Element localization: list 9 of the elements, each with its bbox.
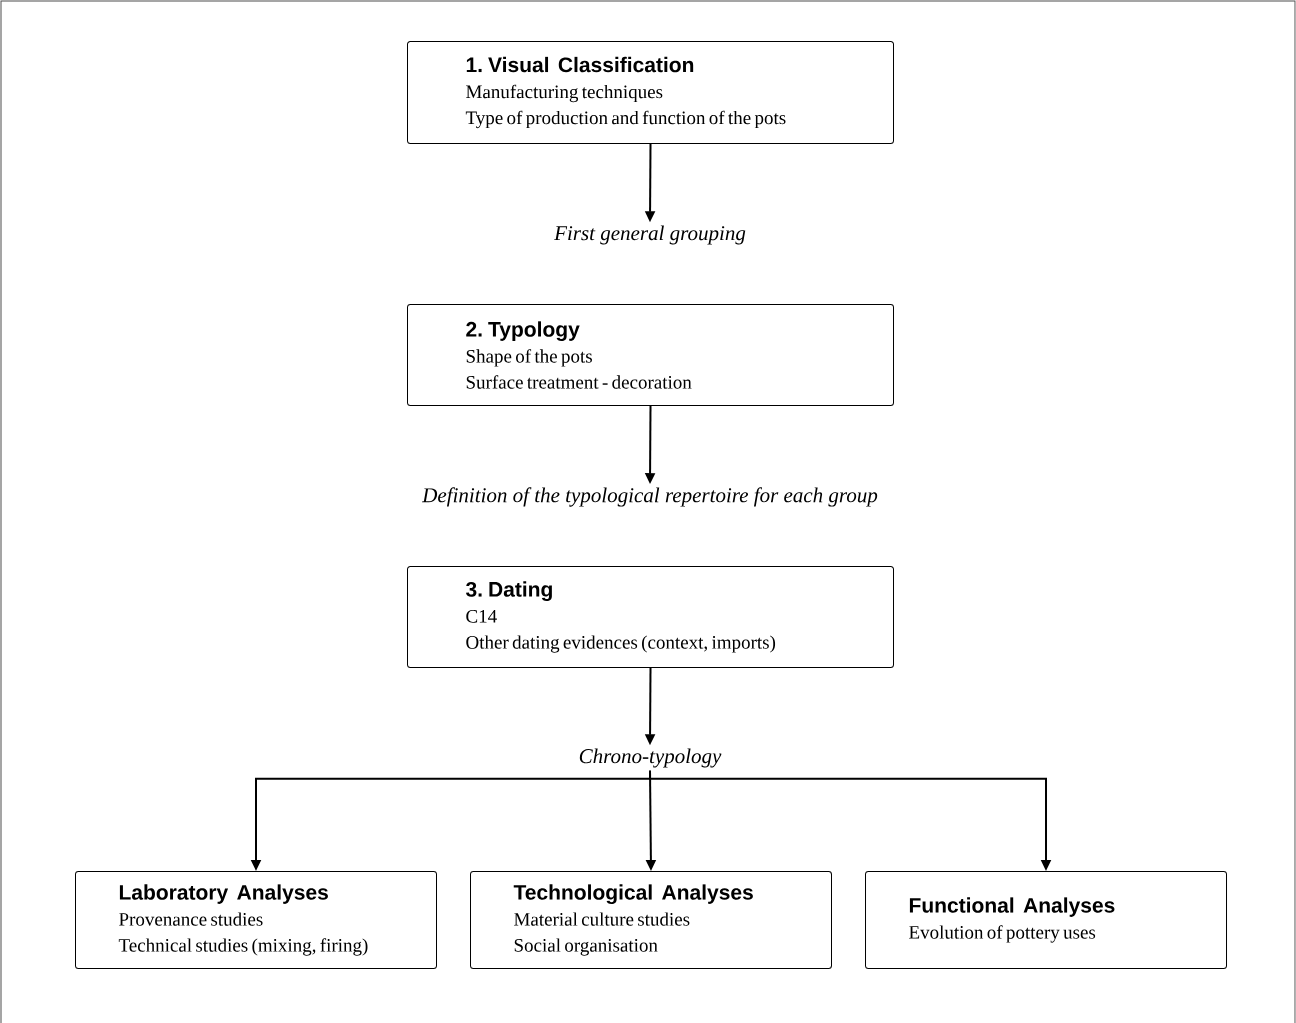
result-text: Chrono-typology <box>579 748 722 768</box>
process-box: Laboratory Analyses Provenance studies Technical studies (mixing, firing) <box>75 871 437 969</box>
result-text: Definition of the typological repertoire for each group <box>422 487 878 507</box>
result-text: First general grouping <box>554 225 746 245</box>
process-box: 1. Visual Classification Manufacturing techniques Type of production and function of the pots <box>407 41 894 144</box>
process-box: 3. Dating C14 Other dating evidences (context, imports) <box>407 566 894 668</box>
process-box: Technological Analyses Material culture studies Social organisation <box>470 871 832 969</box>
process-box: Functional Analyses Evolution of pottery uses <box>865 871 1227 969</box>
process-box: 2. Typology Shape of the pots Surface treatment - decoration <box>407 304 894 406</box>
